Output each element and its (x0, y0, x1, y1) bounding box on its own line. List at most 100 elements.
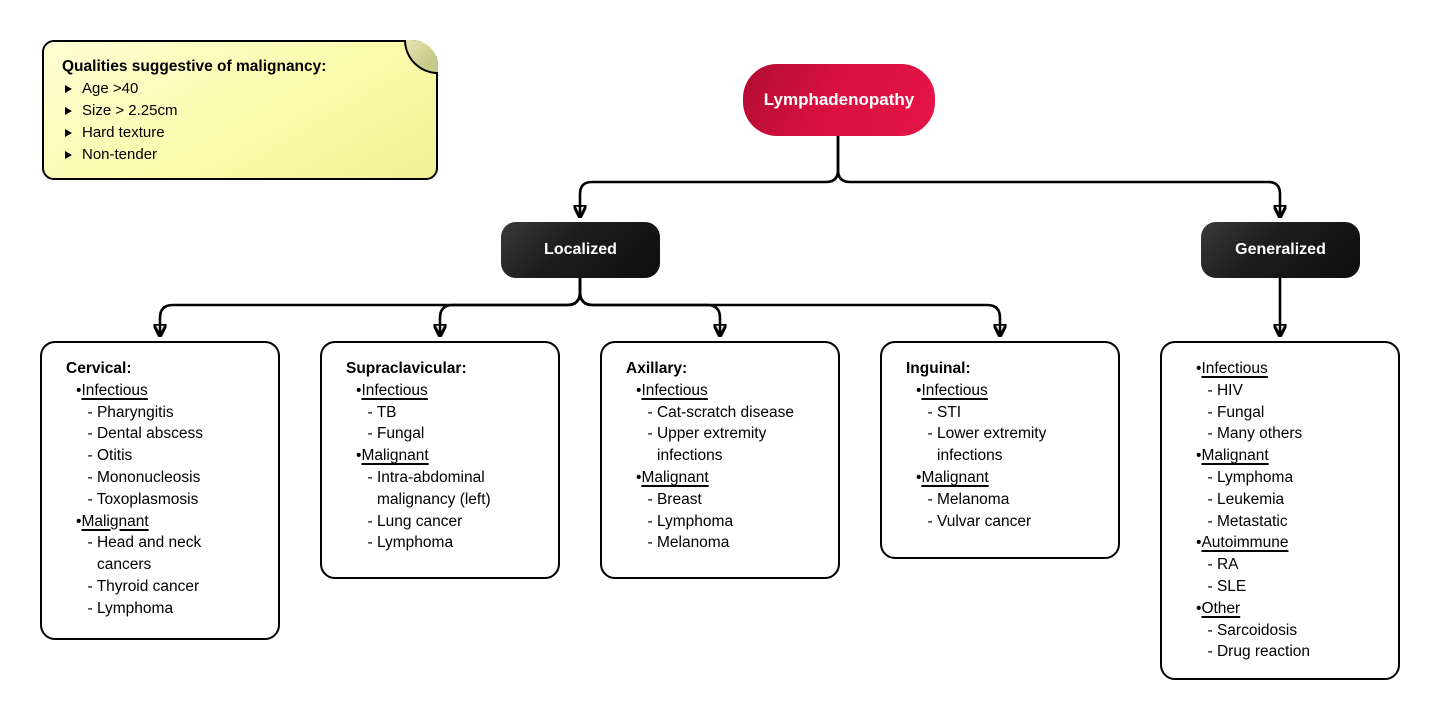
category-label: •Malignant (356, 445, 552, 467)
connector-root-localized (580, 136, 840, 217)
list-item: - Lower extremity infections (927, 425, 1047, 465)
bullet-icon: • (76, 512, 82, 530)
bullet-icon: • (1196, 534, 1202, 552)
list-item: - STI (927, 403, 962, 421)
box-cervical: Cervical:•Infectious- Pharyngitis- Denta… (40, 341, 280, 640)
triangle-right-icon (65, 107, 72, 115)
bullet-icon: • (76, 381, 82, 399)
list-item: - Head and neck cancers (87, 534, 202, 574)
node-lymphadenopathy: Lymphadenopathy (743, 64, 935, 136)
list-item: - Drug reaction (1207, 643, 1311, 661)
box-title: Axillary: (626, 360, 688, 377)
connector-root-generalized (836, 136, 1280, 217)
category-label: •Infectious (916, 380, 1112, 402)
list-item: - Intra-abdominal malignancy (left) (367, 468, 491, 508)
list-item: - Fungal (367, 425, 425, 443)
note-item: Hard texture (62, 122, 422, 144)
category-label: •Other (1196, 598, 1392, 620)
list-item: - RA (1207, 556, 1239, 574)
category-name: Infectious (361, 381, 428, 399)
box-axillary: Axillary:•Infectious- Cat-scratch diseas… (600, 341, 840, 579)
category-name: Malignant (361, 447, 429, 465)
category-label: •Infectious (76, 380, 272, 402)
bullet-icon: • (1196, 599, 1202, 617)
list-item: - Pharyngitis (87, 403, 174, 421)
note-title: Qualities suggestive of malignancy: (62, 58, 327, 75)
category-label: •Infectious (356, 380, 552, 402)
list-item: - Breast (647, 490, 702, 508)
bullet-icon: • (916, 468, 922, 486)
category-name: Infectious (1201, 360, 1268, 377)
list-item: - Lymphoma (87, 599, 174, 617)
list-item: - Melanoma (647, 534, 730, 552)
category-label: •Malignant (636, 467, 832, 489)
note-item: Size > 2.25cm (62, 100, 422, 122)
note-item-label: Age >40 (82, 80, 139, 97)
connector-localized-axillary (578, 278, 720, 336)
list-item: - Fungal (1207, 403, 1265, 421)
triangle-right-icon (65, 85, 72, 93)
connector-localized-supraclavicular (440, 278, 582, 336)
node-label: Localized (544, 241, 617, 258)
category-name: Other (1201, 599, 1241, 617)
triangle-right-icon (65, 151, 72, 159)
list-item: - Otitis (87, 447, 133, 465)
list-item: - Toxoplasmosis (87, 490, 199, 508)
list-item: - Lung cancer (367, 512, 463, 530)
list-item: - Cat-scratch disease (647, 403, 794, 421)
list-item: - Mononucleosis (87, 468, 201, 486)
list-item: - Metastatic (1207, 512, 1288, 530)
category-name: Autoimmune (1201, 534, 1289, 552)
note-item: Non-tender (62, 144, 422, 166)
list-item: - HIV (1207, 381, 1243, 399)
list-item: - Many others (1207, 425, 1303, 443)
connector-localized-cervical (160, 278, 582, 336)
connector-localized-inguinal (578, 278, 1000, 336)
bullet-icon: • (916, 381, 922, 399)
box-title: Inguinal: (906, 360, 971, 377)
category-name: Infectious (81, 381, 148, 399)
list-item: - Vulvar cancer (927, 512, 1032, 530)
sticky-note: Qualities suggestive of malignancy: Age … (42, 39, 439, 180)
box-title: Supraclavicular: (346, 360, 467, 377)
list-item: - Lymphoma (367, 534, 454, 552)
note-item-label: Non-tender (82, 146, 158, 163)
triangle-right-icon (65, 129, 72, 137)
list-item: - Lymphoma (1207, 468, 1294, 486)
category-name: Infectious (641, 381, 708, 399)
category-label: •Infectious (636, 380, 832, 402)
list-item: - Lymphoma (647, 512, 734, 530)
list-item: - Thyroid cancer (87, 577, 200, 595)
category-name: Malignant (641, 468, 709, 486)
box-generalized-causes: •Infectious- HIV- Fungal- Many others•Ma… (1160, 341, 1400, 680)
bullet-icon: • (636, 381, 642, 399)
list-item: - Melanoma (927, 490, 1010, 508)
category-name: Infectious (921, 381, 988, 399)
bullet-icon: • (1196, 360, 1202, 377)
list-item: - Dental abscess (87, 425, 203, 443)
category-label: •Infectious (1196, 358, 1392, 380)
list-item: - Sarcoidosis (1207, 621, 1298, 639)
node-localized: Localized (501, 222, 660, 278)
category-label: •Malignant (1196, 445, 1392, 467)
category-label: •Autoimmune (1196, 532, 1392, 554)
bullet-icon: • (356, 381, 362, 399)
category-label: •Malignant (76, 511, 272, 533)
note-item-label: Hard texture (82, 124, 165, 141)
node-label: Generalized (1235, 241, 1326, 258)
node-label: Lymphadenopathy (763, 90, 915, 109)
bullet-icon: • (636, 468, 642, 486)
category-name: Malignant (921, 468, 989, 486)
box-title: Cervical: (66, 360, 132, 377)
note-item: Age >40 (62, 78, 422, 100)
bullet-icon: • (1196, 447, 1202, 465)
list-item: - Leukemia (1207, 490, 1285, 508)
list-item: - SLE (1207, 577, 1247, 595)
list-item: - TB (367, 403, 397, 421)
box-supraclavicular: Supraclavicular:•Infectious- TB- Fungal•… (320, 341, 560, 579)
box-inguinal: Inguinal:•Infectious- STI- Lower extremi… (880, 341, 1120, 559)
node-generalized: Generalized (1201, 222, 1360, 278)
category-name: Malignant (1201, 447, 1269, 465)
